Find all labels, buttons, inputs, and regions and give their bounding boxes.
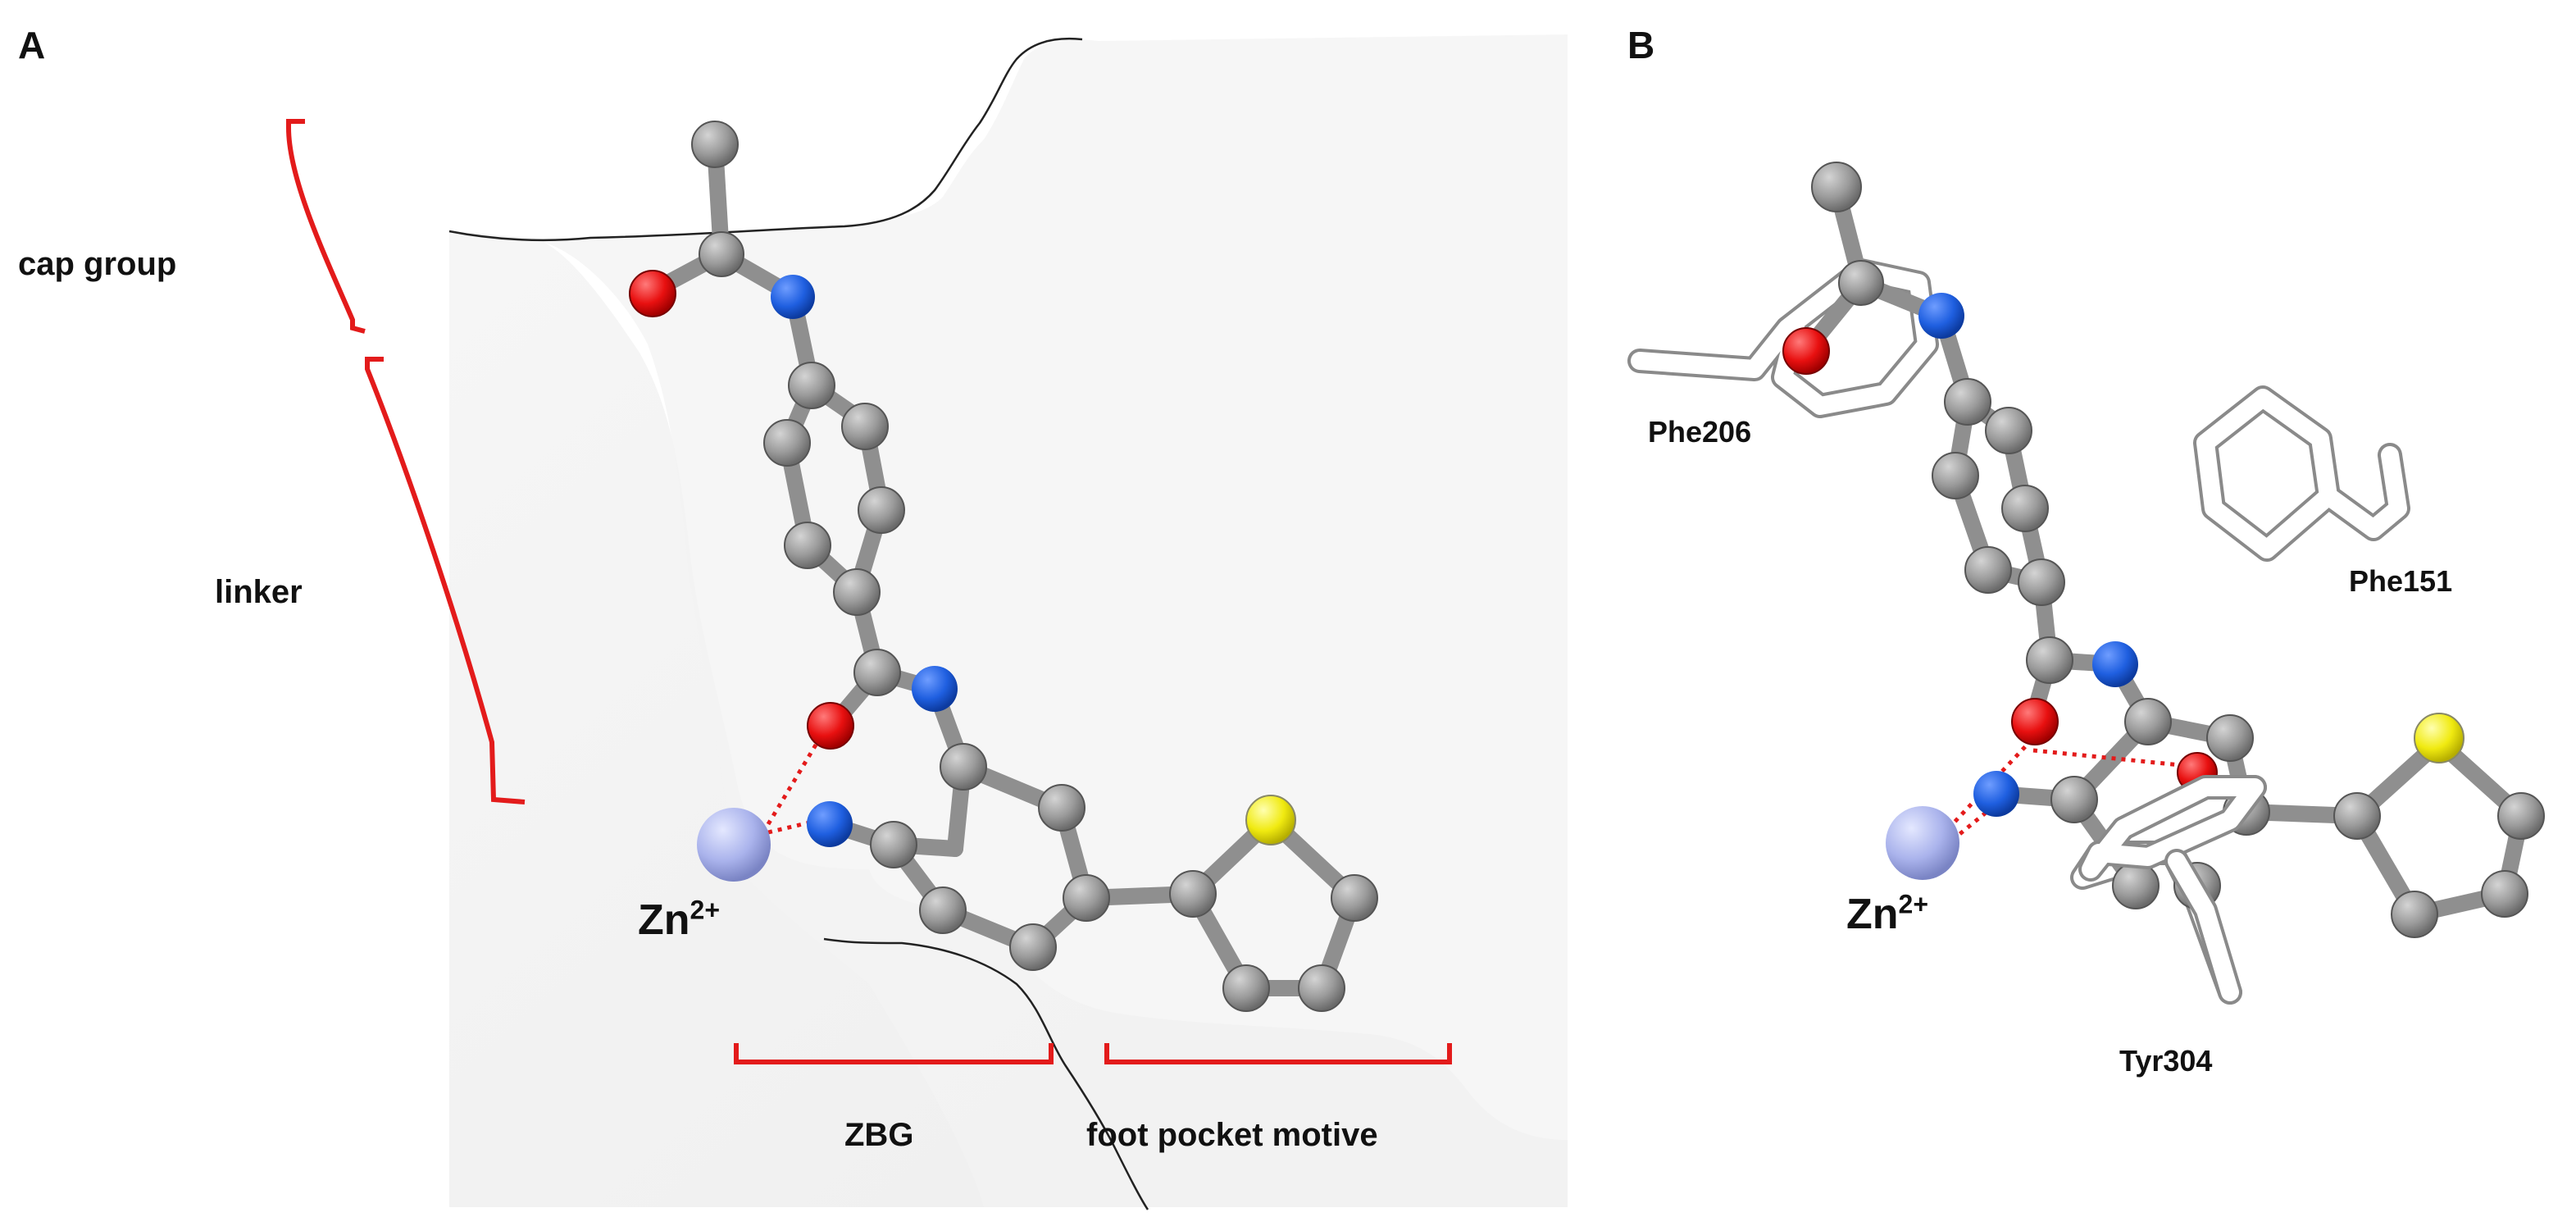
atom-carbon bbox=[870, 821, 917, 868]
atom-sulfur bbox=[1245, 795, 1296, 845]
atom-carbon bbox=[1298, 964, 1345, 1012]
atom-carbon bbox=[788, 362, 835, 409]
zinc-symbol-b: Zn bbox=[1846, 891, 1899, 938]
zinc-charge-b: 2+ bbox=[1898, 889, 1929, 919]
tyr304-label: Tyr304 bbox=[2119, 1044, 2213, 1078]
linker-label: linker bbox=[215, 574, 303, 610]
atom-carbon bbox=[2050, 776, 2098, 823]
zinc-ion-a bbox=[697, 808, 771, 882]
atom-carbon bbox=[1944, 378, 1991, 426]
atom-carbon bbox=[2391, 891, 2438, 938]
atom-carbon bbox=[2497, 792, 2545, 840]
atom-carbon bbox=[1063, 874, 1110, 922]
pocket-outline-bottom bbox=[823, 937, 1149, 1210]
phe151-label: Phe151 bbox=[2349, 564, 2453, 598]
foot-pocket-label: foot pocket motive bbox=[1086, 1117, 1378, 1153]
atom-carbon bbox=[1331, 874, 1378, 922]
atom-carbon bbox=[1009, 923, 1057, 971]
atom-nitrogen bbox=[912, 666, 958, 712]
atom-carbon bbox=[699, 231, 744, 277]
atom-nitrogen bbox=[771, 275, 815, 319]
phe206-label: Phe206 bbox=[1648, 415, 1752, 449]
residue-sticks-b bbox=[1627, 258, 2410, 1005]
molecule-b-atoms bbox=[1782, 162, 2545, 938]
atom-carbon bbox=[1038, 784, 1085, 832]
atom-carbon bbox=[833, 568, 881, 616]
atom-carbon bbox=[2018, 558, 2065, 606]
atom-oxygen bbox=[807, 702, 854, 750]
atom-carbon bbox=[2124, 698, 2172, 745]
tyr304-ring-overlay bbox=[2078, 775, 2267, 1005]
atom-carbon bbox=[1811, 162, 1862, 212]
pocket-surface-upper bbox=[449, 34, 1568, 1207]
linker-bracket bbox=[365, 357, 526, 804]
panel-a-letter: A bbox=[18, 24, 46, 66]
cap-group-label: cap group bbox=[18, 246, 177, 282]
zinc-coordination-a bbox=[766, 736, 822, 835]
atom-carbon bbox=[1932, 452, 1979, 499]
zinc-label-a: Zn2+ bbox=[638, 896, 720, 945]
atom-carbon bbox=[919, 886, 967, 934]
atom-carbon bbox=[2001, 485, 2049, 532]
zinc-charge-a: 2+ bbox=[690, 895, 721, 925]
atom-oxygen bbox=[629, 270, 676, 317]
atom-carbon bbox=[2206, 714, 2254, 762]
atom-carbon bbox=[1169, 870, 1217, 918]
atom-carbon bbox=[841, 403, 889, 450]
atom-carbon bbox=[2112, 862, 2160, 909]
atom-carbon bbox=[858, 486, 905, 534]
atom-sulfur bbox=[2414, 713, 2464, 763]
atom-carbon bbox=[784, 522, 831, 569]
foot-pocket-bracket bbox=[1104, 1043, 1452, 1064]
atom-carbon bbox=[940, 743, 987, 791]
atom-carbon bbox=[691, 121, 739, 168]
molecule-a-atoms bbox=[629, 121, 1378, 1012]
atom-nitrogen bbox=[807, 801, 853, 847]
panel-b-letter: B bbox=[1627, 24, 1655, 66]
atom-nitrogen bbox=[1973, 771, 2019, 817]
atom-oxygen bbox=[2011, 698, 2059, 745]
atom-carbon bbox=[2026, 636, 2073, 684]
atom-carbon bbox=[1838, 260, 1884, 306]
pocket-surface bbox=[449, 231, 1568, 1207]
atom-nitrogen bbox=[1918, 293, 1964, 339]
atom-carbon bbox=[1964, 546, 2012, 594]
atom-carbon bbox=[2481, 870, 2528, 918]
zbg-label: ZBG bbox=[844, 1117, 914, 1153]
atom-carbon bbox=[1985, 407, 2032, 454]
zinc-ion-b bbox=[1886, 806, 1959, 880]
atom-carbon bbox=[763, 419, 811, 467]
atom-carbon bbox=[2333, 792, 2381, 840]
zbg-bracket bbox=[734, 1043, 1054, 1064]
zinc-label-b: Zn2+ bbox=[1846, 890, 1928, 939]
atom-carbon bbox=[1222, 964, 1270, 1012]
cap-group-bracket bbox=[286, 119, 366, 334]
pocket-outline-top bbox=[448, 37, 1083, 242]
zinc-symbol-a: Zn bbox=[638, 896, 690, 944]
atom-nitrogen bbox=[2092, 641, 2138, 687]
atom-oxygen bbox=[1782, 327, 1830, 375]
atom-carbon bbox=[853, 649, 901, 696]
